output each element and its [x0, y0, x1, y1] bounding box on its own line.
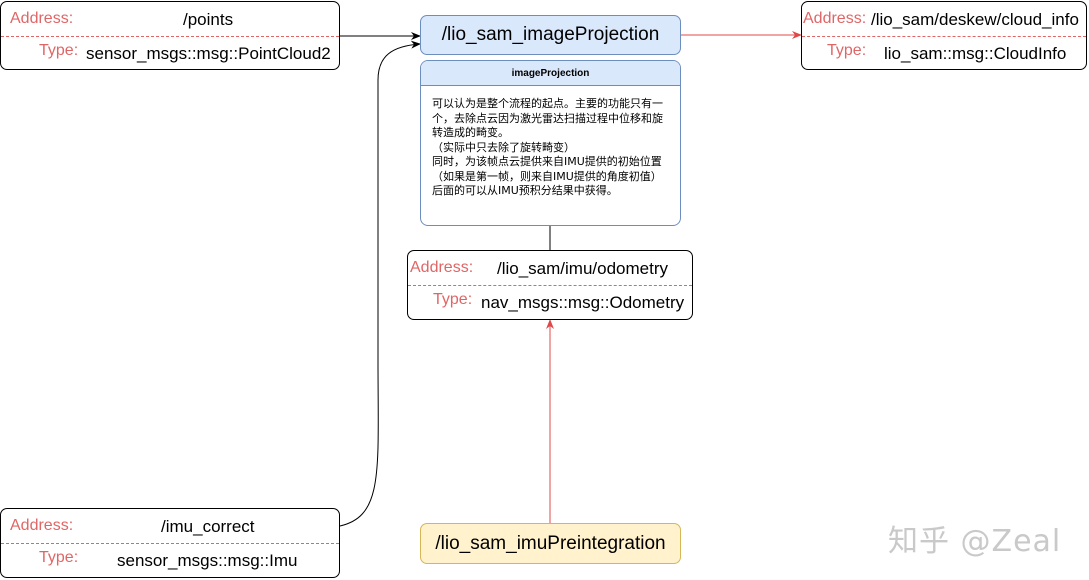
topic-type: sensor_msgs::msg::Imu [117, 551, 298, 570]
address-label: Address: [10, 10, 74, 27]
topic-address: /points [183, 10, 234, 29]
divider [408, 285, 692, 286]
divider [802, 36, 1086, 37]
topic-type: lio_sam::msg::CloudInfo [884, 44, 1067, 63]
node-label: /lio_sam_imuPreintegration [435, 532, 666, 554]
topic-type: nav_msgs::msg::Odometry [481, 293, 685, 312]
node-label: /lio_sam_imageProjection [441, 24, 660, 45]
type-label: Type: [39, 549, 79, 566]
topic-points[interactable]: Address: /points Type: sensor_msgs::msg:… [0, 1, 340, 70]
note-image-projection: imageProjection 可以认为是整个流程的起点。主要的功能只有一个，去… [420, 60, 681, 226]
topic-address: /lio_sam/imu/odometry [497, 259, 669, 278]
divider [1, 543, 339, 544]
divider [1, 36, 339, 37]
topic-type: sensor_msgs::msg::PointCloud2 [86, 44, 331, 63]
edge-imucorrect-to-imageprojection [339, 40, 421, 527]
address-label: Address: [410, 259, 474, 276]
topic-imu-correct[interactable]: Address: /imu_correct Type: sensor_msgs:… [0, 508, 340, 578]
type-label: Type: [827, 42, 867, 59]
node-image-projection[interactable]: /lio_sam_imageProjection [420, 15, 681, 55]
node-imu-preintegration[interactable]: /lio_sam_imuPreintegration [420, 523, 681, 564]
topic-cloud-info[interactable]: Address: /lio_sam/deskew/cloud_info Type… [801, 1, 1087, 70]
address-label: Address: [10, 517, 74, 534]
note-title: imageProjection [421, 61, 680, 86]
watermark: 知乎 @Zeal [888, 524, 1062, 559]
topic-odometry[interactable]: Address: /lio_sam/imu/odometry Type: nav… [407, 250, 693, 320]
note-text: 可以认为是整个流程的起点。主要的功能只有一个，去除点云因为激光雷达扫描过程中位移… [432, 97, 663, 197]
topic-address: /lio_sam/deskew/cloud_info [871, 10, 1079, 29]
topic-address: /imu_correct [161, 517, 255, 536]
type-label: Type: [433, 291, 473, 308]
note-title-text: imageProjection [511, 67, 590, 79]
type-label: Type: [39, 42, 79, 59]
address-label: Address: [803, 10, 867, 27]
